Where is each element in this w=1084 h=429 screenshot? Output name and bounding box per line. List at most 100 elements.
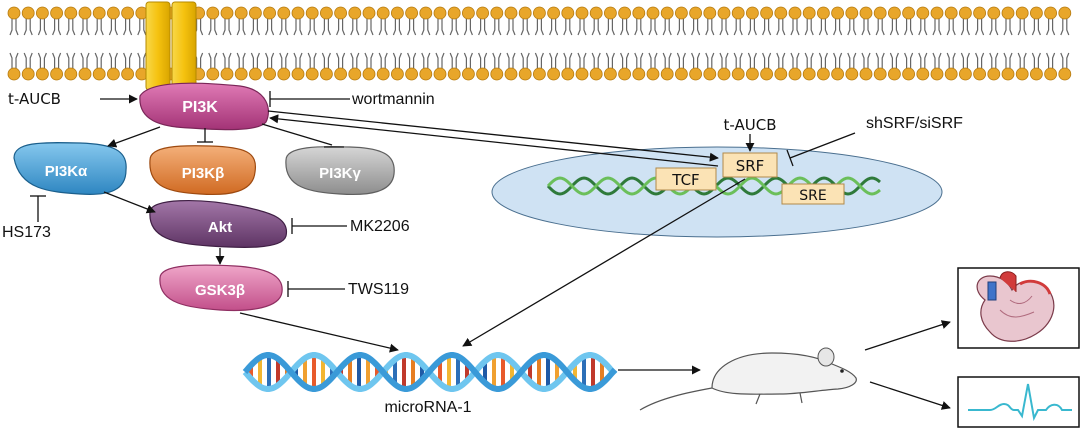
lipid-unit: [916, 6, 930, 81]
microrna-dna-helix: [242, 352, 618, 392]
lipid-unit: [987, 6, 1001, 81]
pi3k-alpha-node: PI3Kα: [13, 142, 127, 195]
lipid-unit: [263, 6, 277, 81]
lipid-unit: [277, 6, 291, 81]
arrow-mouse-heart: [864, 320, 951, 351]
ecg-panel: [957, 376, 1080, 428]
lipid-unit: [7, 6, 21, 81]
lipid-unit: [632, 6, 646, 81]
lipid-unit: [390, 6, 404, 81]
lipid-unit: [1015, 6, 1029, 81]
lipid-unit: [504, 6, 518, 81]
lipid-unit: [944, 6, 958, 81]
connectors: [30, 91, 951, 410]
sre-label: SRE: [799, 188, 826, 204]
akt-node: Akt: [149, 200, 288, 248]
lipid-unit: [1058, 6, 1072, 81]
mk2206-label: MK2206: [350, 218, 410, 235]
lipid-unit: [873, 6, 887, 81]
lipid-unit: [902, 6, 915, 81]
lipid-unit: [518, 6, 532, 81]
arrow-pi3k-pi3ka: [107, 126, 161, 148]
lipid-unit: [248, 6, 262, 81]
lipid-unit: [490, 6, 504, 81]
lipid-unit: [817, 6, 830, 81]
pi3k-label: PI3K: [182, 99, 218, 116]
lipid-unit: [689, 6, 702, 81]
inhibit-pi3k-pi3kg: [261, 123, 333, 146]
lipid-unit: [575, 6, 589, 81]
lipid-unit: [1044, 6, 1057, 81]
gsk3b-node: GSK3β: [159, 264, 283, 312]
lipid-unit: [589, 6, 603, 81]
lipid-unit: [888, 6, 901, 81]
ecg-icon: [968, 383, 1072, 422]
wortmannin-label: wortmannin: [351, 91, 435, 108]
sre-box: SRE: [781, 183, 845, 205]
microrna-label: microRNA-1: [384, 399, 471, 416]
lipid-unit: [362, 6, 376, 81]
lipid-unit: [547, 6, 560, 81]
lipid-unit: [234, 6, 248, 81]
lipid-unit: [802, 6, 816, 81]
lipid-unit: [973, 6, 986, 81]
akt-label: Akt: [208, 219, 232, 236]
lipid-unit: [376, 6, 390, 81]
hs173-label: HS173: [2, 224, 51, 241]
lipid-unit: [291, 6, 305, 81]
lipid-unit: [476, 6, 490, 81]
inhibit-bar-shsrf: [786, 149, 794, 167]
lipid-unit: [1001, 6, 1015, 81]
lipid-unit: [135, 6, 149, 81]
arrow-mouse-ecg: [869, 381, 951, 410]
lipid-unit: [561, 6, 575, 81]
lipid-unit: [845, 6, 859, 81]
taucb-left-label: t-AUCB: [8, 90, 61, 108]
lipid-unit: [533, 6, 546, 81]
tcf-label: TCF: [671, 171, 699, 189]
pi3k-beta-node: PI3Kβ: [149, 145, 256, 196]
lipid-unit: [959, 6, 972, 81]
lipid-unit: [930, 6, 944, 81]
lipid-unit: [660, 6, 674, 81]
lipid-unit: [746, 6, 759, 81]
lipid-unit: [50, 6, 63, 81]
pi3k-alpha-label: PI3Kα: [45, 163, 88, 180]
lipid-unit: [703, 6, 717, 81]
lipid-unit: [220, 6, 234, 81]
lipid-unit: [760, 6, 773, 81]
lipid-unit: [334, 6, 348, 81]
lipid-unit: [78, 6, 92, 81]
lipid-unit: [618, 6, 631, 81]
lipid-unit: [319, 6, 333, 81]
lipid-unit: [405, 6, 419, 81]
shsrf-label: shSRF/siSRF: [866, 115, 963, 132]
arrow-pi3ka-akt: [103, 191, 156, 214]
lipid-unit: [461, 6, 475, 81]
arrow-srf-mirna: [462, 178, 746, 347]
cell-membrane: [7, 6, 1072, 81]
lipid-unit: [206, 6, 220, 81]
mouse-icon: [639, 347, 857, 411]
tws119-label: TWS119: [348, 281, 409, 298]
lipid-unit: [831, 6, 844, 81]
arrow-pi3k-srf: [267, 110, 719, 162]
lipid-unit: [433, 6, 447, 81]
lipid-unit: [348, 6, 362, 81]
srf-box: SRF: [722, 152, 778, 178]
lipid-unit: [731, 6, 745, 81]
lipid-unit: [21, 6, 35, 81]
heart-panel: [957, 267, 1080, 349]
lipid-unit: [107, 6, 120, 81]
lipid-unit: [36, 6, 49, 81]
pi3k-gamma-label: PI3Kγ: [319, 165, 361, 182]
lipid-unit: [788, 6, 802, 81]
inhibit-shsrf-srf: [789, 132, 856, 159]
lipid-unit: [305, 6, 319, 81]
srf-label: SRF: [736, 157, 765, 175]
lipid-unit: [1030, 6, 1043, 81]
lipid-unit: [774, 6, 788, 81]
lipid-unit: [717, 6, 731, 81]
taucb-nucleus-label: t-AUCB: [724, 116, 777, 134]
